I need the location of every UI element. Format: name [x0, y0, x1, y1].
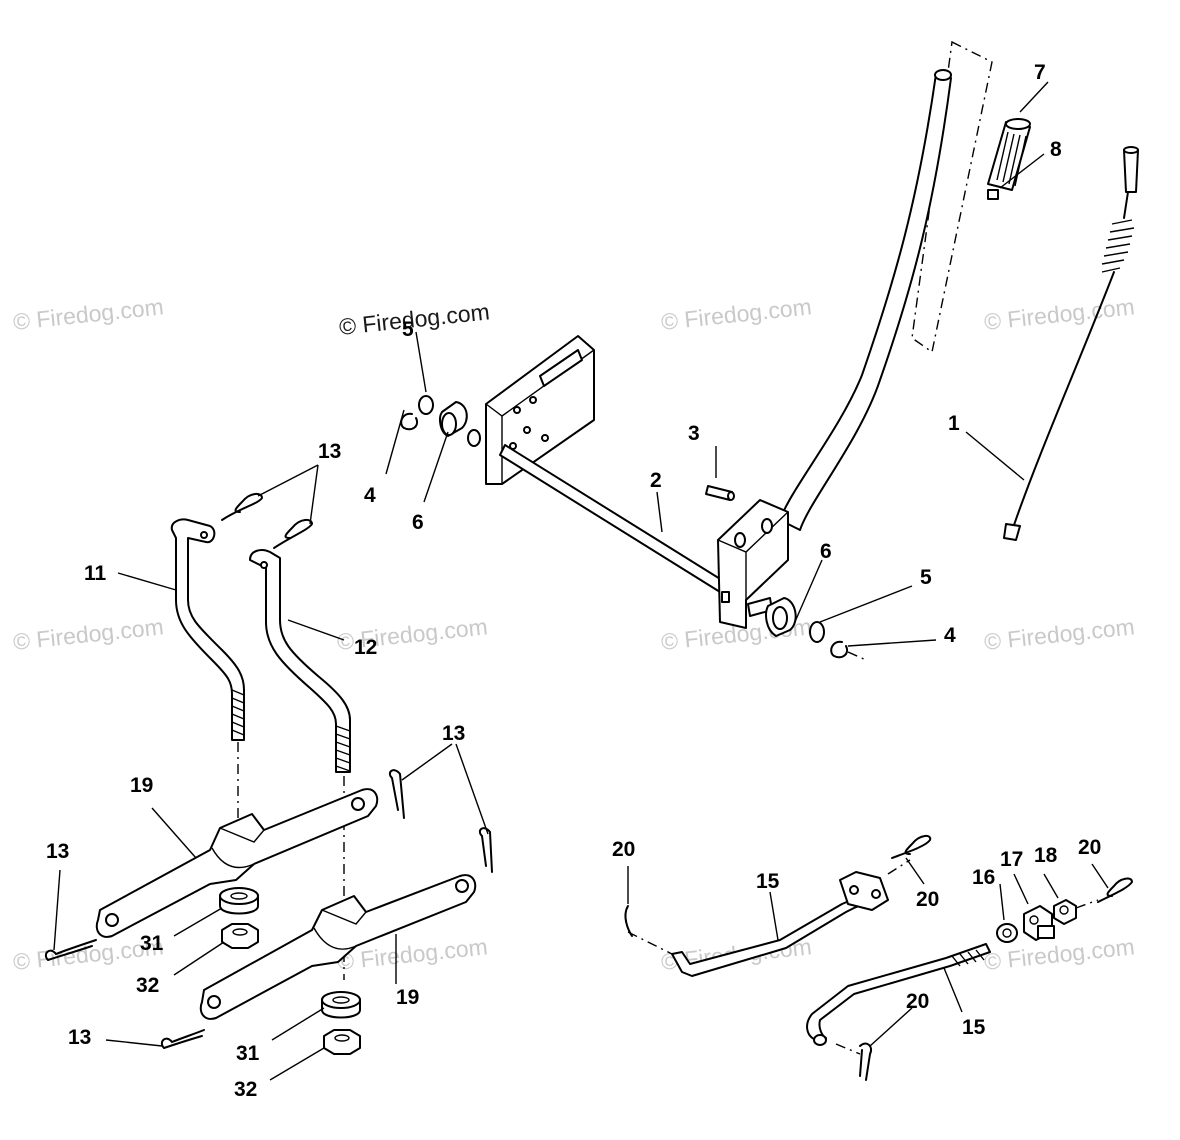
- adjust-rod-upper: [624, 834, 932, 977]
- leader-lines: [53, 81, 1109, 1081]
- washer: [418, 395, 434, 415]
- callout-12: 12: [354, 636, 377, 659]
- watermark: © Firedog.com: [660, 293, 813, 335]
- callout-16: 16: [972, 866, 995, 889]
- callout-13: 13: [46, 840, 69, 863]
- callout-6: 6: [412, 511, 424, 534]
- callout-1: 1: [948, 412, 960, 435]
- watermark: © Firedog.com: [983, 613, 1136, 655]
- grip-screw: [987, 189, 999, 200]
- handle-tube-end: [934, 69, 952, 81]
- nut-18: [1053, 899, 1077, 925]
- callout-15: 15: [962, 1016, 986, 1039]
- lift-handle-rod: [779, 73, 952, 531]
- callout-4: 4: [364, 484, 376, 507]
- shaft-end: [467, 429, 481, 447]
- handle-grip: [987, 118, 1031, 191]
- lift-shaft: [499, 444, 726, 593]
- cable-end: [1003, 523, 1021, 541]
- lift-handle-assembly: [779, 40, 1031, 531]
- arm-hardware-upper: [219, 887, 259, 949]
- callout-13: 13: [68, 1026, 91, 1049]
- lift-cable: [1003, 146, 1139, 541]
- left-shaft-hardware: [400, 395, 468, 437]
- callout-19: 19: [130, 774, 153, 797]
- callout-13: 13: [318, 440, 341, 463]
- rod-hardware: [996, 877, 1134, 943]
- callout-18: 18: [1034, 844, 1058, 867]
- callout-31: 31: [140, 932, 164, 955]
- callout-3: 3: [688, 422, 700, 445]
- callout-2: 2: [650, 469, 662, 492]
- lift-shaft-assembly: [467, 335, 789, 629]
- adjust-rod-lower: [806, 943, 991, 1081]
- washer: [809, 621, 825, 643]
- callout-13: 13: [442, 722, 465, 745]
- callout-6: 6: [820, 540, 832, 563]
- watermark: © Firedog.com: [12, 613, 165, 655]
- callout-5: 5: [920, 566, 932, 589]
- callout-11: 11: [84, 562, 107, 585]
- callout-4: 4: [944, 624, 956, 647]
- e-clip: [830, 640, 848, 659]
- hairpin-clips-arms: [44, 769, 493, 1049]
- callout-19: 19: [396, 986, 419, 1009]
- cable-knob: [1123, 149, 1139, 193]
- callout-7: 7: [1034, 61, 1046, 84]
- cable-wire: [1013, 271, 1115, 526]
- callout-15: 15: [756, 870, 780, 893]
- callout-20: 20: [906, 990, 929, 1013]
- callout-32: 32: [136, 974, 159, 997]
- watermark: © Firedog.com: [12, 293, 165, 335]
- right-shaft-hardware: [765, 597, 867, 661]
- hairpin-clip: [624, 905, 633, 937]
- callout-31: 31: [236, 1042, 260, 1065]
- lift-arm-upper: [95, 788, 379, 938]
- arm-hardware-lower: [321, 991, 361, 1055]
- rod-trunnion: [839, 871, 889, 911]
- callout-5: 5: [402, 318, 414, 341]
- callout-32: 32: [234, 1078, 257, 1101]
- callout-17: 17: [1000, 848, 1023, 871]
- lift-arm-lower: [199, 874, 477, 1020]
- callout-20: 20: [1078, 836, 1101, 859]
- e-clip: [400, 412, 418, 431]
- washer-16: [996, 923, 1018, 943]
- roll-pin: [705, 485, 735, 501]
- plate-slot: [539, 349, 583, 387]
- watermark-main: © Firedog.com: [338, 298, 491, 340]
- watermark: © Firedog.com: [983, 293, 1136, 335]
- lift-link-left: [170, 518, 245, 850]
- hairpin-clips-top: [221, 492, 314, 549]
- callout-8: 8: [1050, 138, 1062, 161]
- callouts: 7 8 1 2 3 5 4 6 6 5 4 13 11 12 13 19 13 …: [46, 61, 1101, 1101]
- callout-20: 20: [916, 888, 939, 911]
- callout-20: 20: [612, 838, 635, 861]
- handle-outline: [911, 40, 993, 354]
